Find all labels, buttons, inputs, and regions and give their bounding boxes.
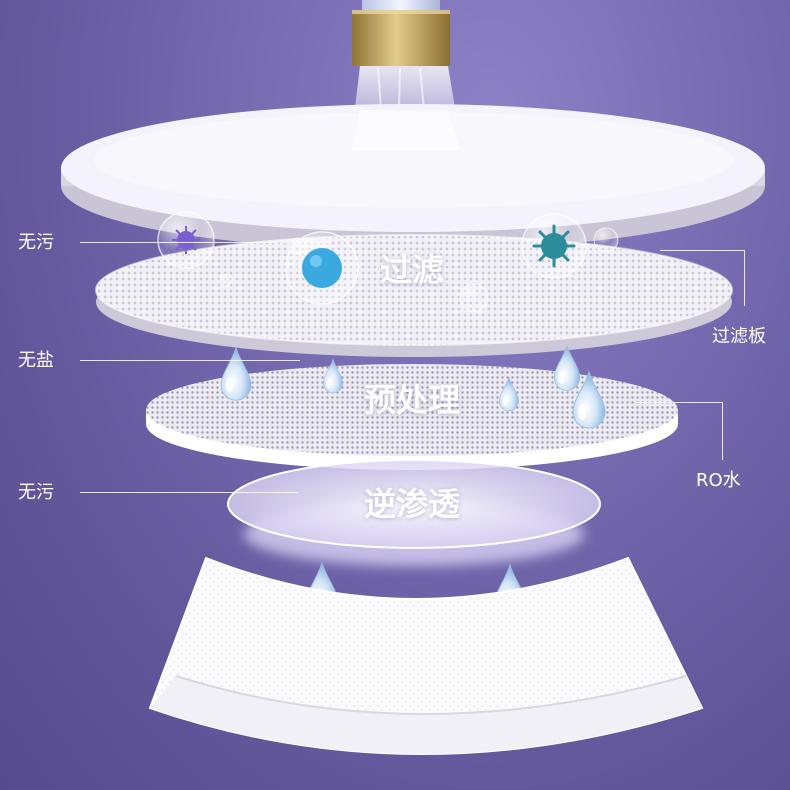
label-ro-water: RO水 xyxy=(696,470,741,491)
filter-disc-mesh xyxy=(146,364,678,470)
bacteria-icon xyxy=(157,211,215,269)
label-no-salt: 无盐 xyxy=(18,350,54,371)
virus-icon xyxy=(521,213,587,279)
leader-line xyxy=(80,242,330,243)
filter-base-sheet xyxy=(148,556,704,755)
leader-line xyxy=(80,492,298,493)
layer-label-filtration: 过滤 xyxy=(380,251,445,289)
filter-disc-top xyxy=(61,104,765,250)
label-no-pollution-1: 无污 xyxy=(18,232,54,253)
layer-label-reverse-osmosis: 逆渗透 xyxy=(364,485,461,523)
label-filter-plate: 过滤板 xyxy=(712,326,766,347)
leader-line xyxy=(660,250,744,251)
leader-line xyxy=(636,402,722,403)
leader-line xyxy=(80,360,300,361)
leader-line xyxy=(744,250,745,306)
label-no-pollution-2: 无污 xyxy=(18,482,54,503)
layer-label-pretreatment: 预处理 xyxy=(364,381,461,419)
leader-line xyxy=(722,402,723,460)
ro-membrane-disc xyxy=(227,459,601,566)
bubble-icon xyxy=(219,227,619,313)
